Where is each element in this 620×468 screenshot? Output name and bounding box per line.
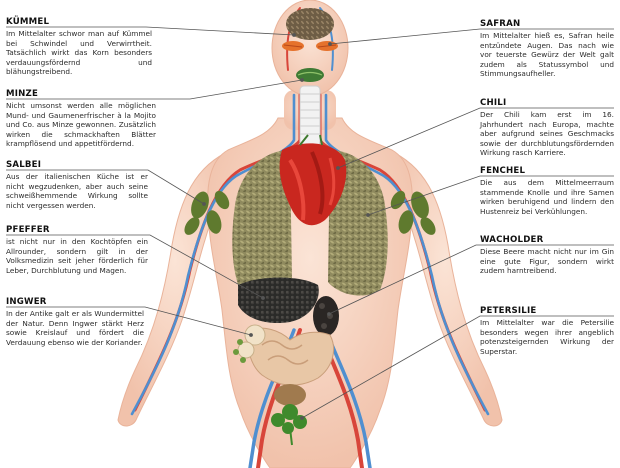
annotation-title: PFEFFER — [6, 225, 50, 235]
annotation-text: Im Mittelalter schwor man auf Kümmel bei… — [6, 29, 152, 77]
annotation-title: CHILI — [480, 98, 507, 108]
annotation-ingwer: INGWER In der Antike galt er als Wunderm… — [6, 297, 144, 347]
annotation-title: SAFRAN — [480, 19, 521, 29]
sage-leaves-left — [184, 190, 230, 235]
annotation-text: In der Antike galt er als Wundermittel d… — [6, 309, 144, 347]
bladder — [274, 384, 306, 406]
annotation-chili: CHILI Der Chili kam erst im 16. Jahrhund… — [480, 98, 614, 158]
lung-left-fennel — [232, 150, 292, 296]
annotation-text: Aus der italienischen Küche ist er nicht… — [6, 172, 148, 210]
annotation-text: Diese Beere macht nicht nur im Gin eine … — [480, 247, 614, 276]
annotation-title: MINZE — [6, 89, 39, 99]
annotation-text: Der Chili kam erst im 16. Jahrhundert na… — [480, 110, 614, 158]
annotation-title: PETERSILIE — [480, 306, 537, 316]
liver-pepper — [238, 277, 319, 324]
trachea — [299, 85, 321, 147]
parsley — [271, 404, 307, 446]
annotation-text: Im Mittelalter war die Petersilie besond… — [480, 318, 614, 356]
annotation-petersilie: PETERSILIE Im Mittelalter war die Peters… — [480, 306, 614, 356]
annotation-kuemmel: KÜMMEL Im Mittelalter schwor man auf Küm… — [6, 17, 152, 77]
annotation-text: ist nicht nur in den Kochtöpfen ein Allr… — [6, 237, 148, 275]
annotation-title: KÜMMEL — [6, 17, 50, 27]
annotation-text: Die aus dem Mittelmeerraum stammende Kno… — [480, 178, 614, 216]
annotation-pfeffer: PFEFFER ist nicht nur in den Kochtöpfen … — [6, 225, 148, 275]
annotation-minze: MINZE Nicht umsonst werden alle mögliche… — [6, 89, 156, 149]
leader-lines — [6, 26, 614, 420]
juniper-berries — [313, 296, 339, 336]
annotation-wacholder: WACHOLDER Diese Beere macht nicht nur im… — [480, 235, 614, 276]
intestines-ginger — [233, 324, 334, 386]
annotation-safran: SAFRAN Im Mittelalter hieß es, Safran he… — [480, 19, 614, 79]
sage-leaves-right — [390, 190, 436, 235]
annotation-title: SALBEI — [6, 160, 42, 170]
brain-cumin — [286, 8, 334, 40]
annotation-fenchel: FENCHEL Die aus dem Mittelmeerraum stamm… — [480, 166, 614, 216]
annotation-salbei: SALBEI Aus der italienischen Küche ist e… — [6, 160, 148, 210]
annotation-text: Nicht umsonst werden alle möglichen Mund… — [6, 101, 156, 149]
annotation-title: FENCHEL — [480, 166, 526, 176]
annotation-title: INGWER — [6, 297, 47, 307]
annotation-text: Im Mittelalter hieß es, Safran heile ent… — [480, 31, 614, 79]
annotation-title: WACHOLDER — [480, 235, 544, 245]
heart-chili — [279, 134, 347, 226]
